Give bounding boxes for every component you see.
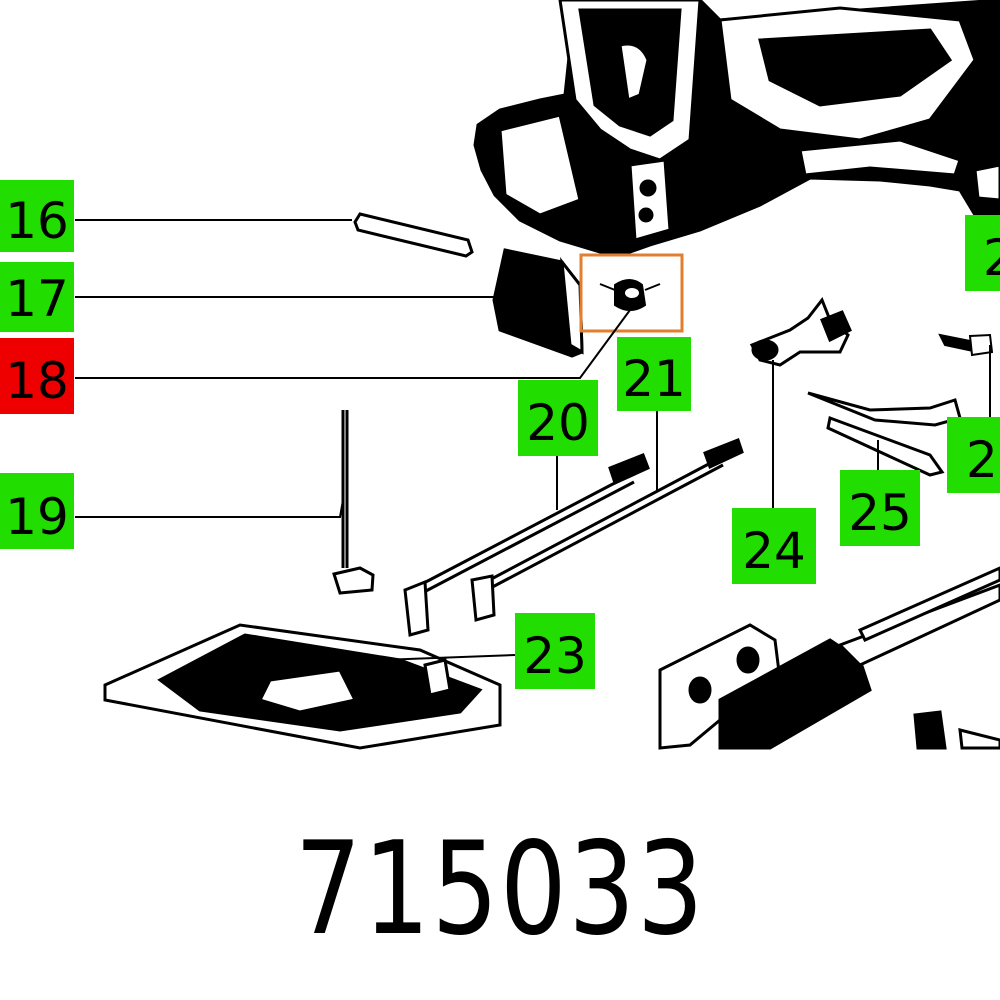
part-16-strip (353, 212, 474, 258)
machine-body-illustration (473, 0, 1000, 254)
callout-2-partial-label: 2 (983, 229, 1000, 287)
callout-24-box[interactable] (732, 508, 816, 584)
lower-right-assembly-illustration (658, 566, 1000, 750)
callout-20[interactable]: 20 (518, 380, 598, 456)
callout-23-label: 23 (523, 627, 587, 685)
part-number: 715033 (294, 815, 706, 964)
callout-21-box[interactable] (617, 337, 691, 411)
callout-18-box[interactable] (0, 338, 74, 414)
callout-16[interactable]: 16 (0, 180, 74, 252)
callout-17-box[interactable] (0, 262, 74, 332)
callout-26-label: 26 (966, 431, 1000, 489)
callout-20-box[interactable] (518, 380, 598, 456)
part-25-bracket (807, 391, 962, 477)
callout-25-box[interactable] (840, 470, 920, 546)
callout-18[interactable]: 18 (0, 338, 74, 414)
callout-26-box[interactable] (947, 417, 1000, 493)
part-21-cable (470, 438, 744, 622)
callout-19-label: 19 (5, 488, 69, 546)
callout-2-partial-box[interactable] (965, 215, 1000, 291)
callout-23[interactable]: 23 (515, 613, 595, 689)
callout-17[interactable]: 17 (0, 262, 74, 332)
callout-16-label: 16 (5, 192, 69, 250)
callout-17-label: 17 (5, 270, 69, 328)
callout-23-box[interactable] (515, 613, 595, 689)
callout-19-box[interactable] (0, 473, 74, 549)
selected-part-highlight-frame (579, 253, 684, 333)
part-26-screw (938, 333, 994, 357)
part-18-bushing (599, 279, 661, 311)
callout-20-label: 20 (526, 394, 590, 452)
callout-26[interactable]: 26 (947, 417, 1000, 493)
part-24-lever (749, 297, 852, 367)
part-20-cable (403, 453, 650, 637)
callout-21[interactable]: 21 (617, 337, 691, 411)
callout-16-box[interactable] (0, 180, 74, 252)
callout-25-label: 25 (848, 484, 912, 542)
callout-2-partial[interactable]: 2 (965, 215, 1000, 291)
callout-24-label: 24 (742, 522, 806, 580)
part-17-cover (492, 248, 584, 358)
part-19-wire (332, 410, 375, 595)
leader-lines (75, 219, 991, 661)
callout-24[interactable]: 24 (732, 508, 816, 584)
callout-25[interactable]: 25 (840, 470, 920, 546)
callout-21-label: 21 (622, 350, 686, 408)
part-23-base-plate (103, 623, 502, 750)
callout-19[interactable]: 19 (0, 473, 74, 549)
callout-18-label: 18 (5, 352, 69, 410)
